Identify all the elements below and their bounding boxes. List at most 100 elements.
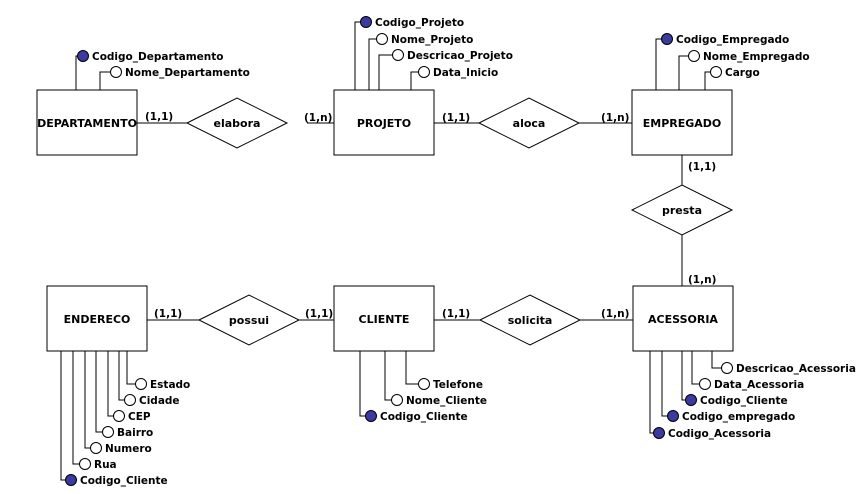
attribute-label-rua: Rua xyxy=(94,459,117,471)
attribute-label-codigo-empregado: Codigo_Empregado xyxy=(676,34,789,46)
attribute-icon xyxy=(391,394,403,406)
attribute-label-descricao-acessoria: Descricao_Acessoria xyxy=(736,363,856,375)
attr-line-data-inicio xyxy=(410,71,419,90)
attribute-icon xyxy=(79,458,91,470)
attribute-label-codigo-departamento: Codigo_Departamento xyxy=(92,51,224,63)
entity-acessoria[interactable] xyxy=(632,285,734,352)
attr-line-nome-cliente xyxy=(384,351,392,401)
attribute-label-telefone: Telefone xyxy=(433,379,483,391)
attribute-label-codigo-projeto: Codigo_Projeto xyxy=(375,17,464,29)
attribute-icon xyxy=(135,378,147,390)
attribute-label-codigo-acessoria: Codigo_Acessoria xyxy=(668,428,771,440)
key-attribute-icon xyxy=(667,410,679,422)
attr-line-cep xyxy=(107,351,114,417)
attr-line-estado xyxy=(126,351,136,385)
cardinality-possui-right: (1,1) xyxy=(305,308,333,320)
entity-label-acessoria: ACESSORIA xyxy=(648,313,718,326)
attr-line-cidade xyxy=(118,351,125,401)
attributes xyxy=(65,16,733,486)
relationship-possui[interactable] xyxy=(197,294,301,346)
attr-line-rua xyxy=(72,351,80,465)
cardinality-aloca-left: (1,1) xyxy=(442,112,470,124)
attribute-icon xyxy=(688,50,700,62)
attr-line-codigo-cliente-endereco xyxy=(60,351,66,481)
entity-empregado[interactable] xyxy=(631,89,733,156)
connectors xyxy=(60,21,722,481)
relationship-presta[interactable] xyxy=(630,184,734,236)
cardinality-solicita-right: (1,n) xyxy=(601,308,629,320)
attribute-label-bairro: Bairro xyxy=(117,427,153,439)
attr-line-descricao-acessoria xyxy=(711,351,722,369)
entities xyxy=(36,89,734,352)
attr-line-codigo-projeto xyxy=(354,21,361,90)
attribute-label-nome-projeto: Nome_Projeto xyxy=(391,34,473,46)
attr-line-codigo-empregado-acessoria xyxy=(661,351,668,417)
cardinality-presta-top: (1,1) xyxy=(688,161,716,173)
attribute-label-descricao-projeto: Descricao_Projeto xyxy=(407,50,513,62)
relationship-label-possui: possui xyxy=(229,314,269,327)
attribute-icon xyxy=(418,378,430,390)
key-attribute-icon xyxy=(685,394,697,406)
attribute-icon xyxy=(124,394,136,406)
attribute-label-nome-empregado: Nome_Empregado xyxy=(703,51,810,63)
attribute-label-codigo-cliente-acessoria: Codigo_Cliente xyxy=(700,395,788,407)
attribute-label-estado: Estado xyxy=(150,379,190,391)
cardinality-presta-bottom: (1,n) xyxy=(688,274,716,286)
attribute-icon xyxy=(102,426,114,438)
key-attribute-icon xyxy=(653,427,665,439)
entity-label-empregado: EMPREGADO xyxy=(643,117,722,130)
attr-line-telefone xyxy=(405,351,419,385)
attr-line-codigo-empregado xyxy=(655,38,662,90)
key-attribute-icon xyxy=(360,16,372,28)
relationship-label-aloca: aloca xyxy=(513,117,546,130)
entity-label-cliente: CLIENTE xyxy=(359,313,410,326)
attribute-icon xyxy=(110,66,122,78)
attribute-icon xyxy=(113,410,125,422)
attribute-label-cep: CEP xyxy=(128,411,151,423)
attribute-label-nome-cliente: Nome_Cliente xyxy=(406,395,487,407)
relationship-label-presta: presta xyxy=(662,204,702,217)
attribute-label-codigo-cliente: Codigo_Cliente xyxy=(380,411,468,423)
attribute-icon xyxy=(418,66,430,78)
attribute-label-data-inicio: Data_Inicio xyxy=(433,67,498,79)
attribute-label-data-acessoria: Data_Acessoria xyxy=(714,379,804,391)
entity-cliente[interactable] xyxy=(333,285,435,352)
relationship-elabora[interactable] xyxy=(185,97,289,149)
entity-label-departamento: DEPARTAMENTO xyxy=(37,117,137,130)
entity-projeto[interactable] xyxy=(333,89,435,156)
attr-line-codigo-cliente xyxy=(359,351,366,417)
attribute-label-numero: Numero xyxy=(105,443,152,455)
attribute-icon xyxy=(376,33,388,45)
attr-line-codigo-cliente-acessoria xyxy=(681,351,686,401)
attribute-icon xyxy=(90,442,102,454)
entity-departamento[interactable] xyxy=(36,89,138,156)
relationship-solicita[interactable] xyxy=(478,294,582,346)
attribute-icon xyxy=(392,49,404,61)
cardinality-aloca-right: (1,n) xyxy=(601,112,629,124)
attr-line-nome-empregado xyxy=(678,55,689,90)
key-attribute-icon xyxy=(661,33,673,45)
attribute-label-cargo: Cargo xyxy=(725,67,760,79)
attr-line-bairro xyxy=(95,351,103,433)
cardinality-solicita-left: (1,1) xyxy=(442,308,470,320)
key-attribute-icon xyxy=(65,474,77,486)
entity-endereco[interactable] xyxy=(46,285,148,352)
key-attribute-icon xyxy=(365,410,377,422)
attribute-label-cidade: Cidade xyxy=(139,395,180,407)
relationship-label-elabora: elabora xyxy=(214,117,261,130)
attr-line-nome-projeto xyxy=(368,38,377,90)
attr-line-codigo-acessoria xyxy=(649,351,654,434)
attr-line-data-acessoria xyxy=(691,351,700,385)
attr-line-nome-departamento xyxy=(99,71,111,90)
attribute-label-nome-departamento: Nome_Departamento xyxy=(125,67,250,79)
relationship-label-solicita: solicita xyxy=(508,314,553,327)
attribute-icon xyxy=(699,378,711,390)
cardinality-elabora-left: (1,1) xyxy=(145,111,173,123)
key-attribute-icon xyxy=(77,50,89,62)
attr-line-cargo xyxy=(704,71,711,90)
entity-label-projeto: PROJETO xyxy=(357,117,411,130)
relationship-aloca[interactable] xyxy=(477,97,581,149)
entity-label-endereco: ENDERECO xyxy=(64,313,131,326)
attribute-icon xyxy=(721,362,733,374)
